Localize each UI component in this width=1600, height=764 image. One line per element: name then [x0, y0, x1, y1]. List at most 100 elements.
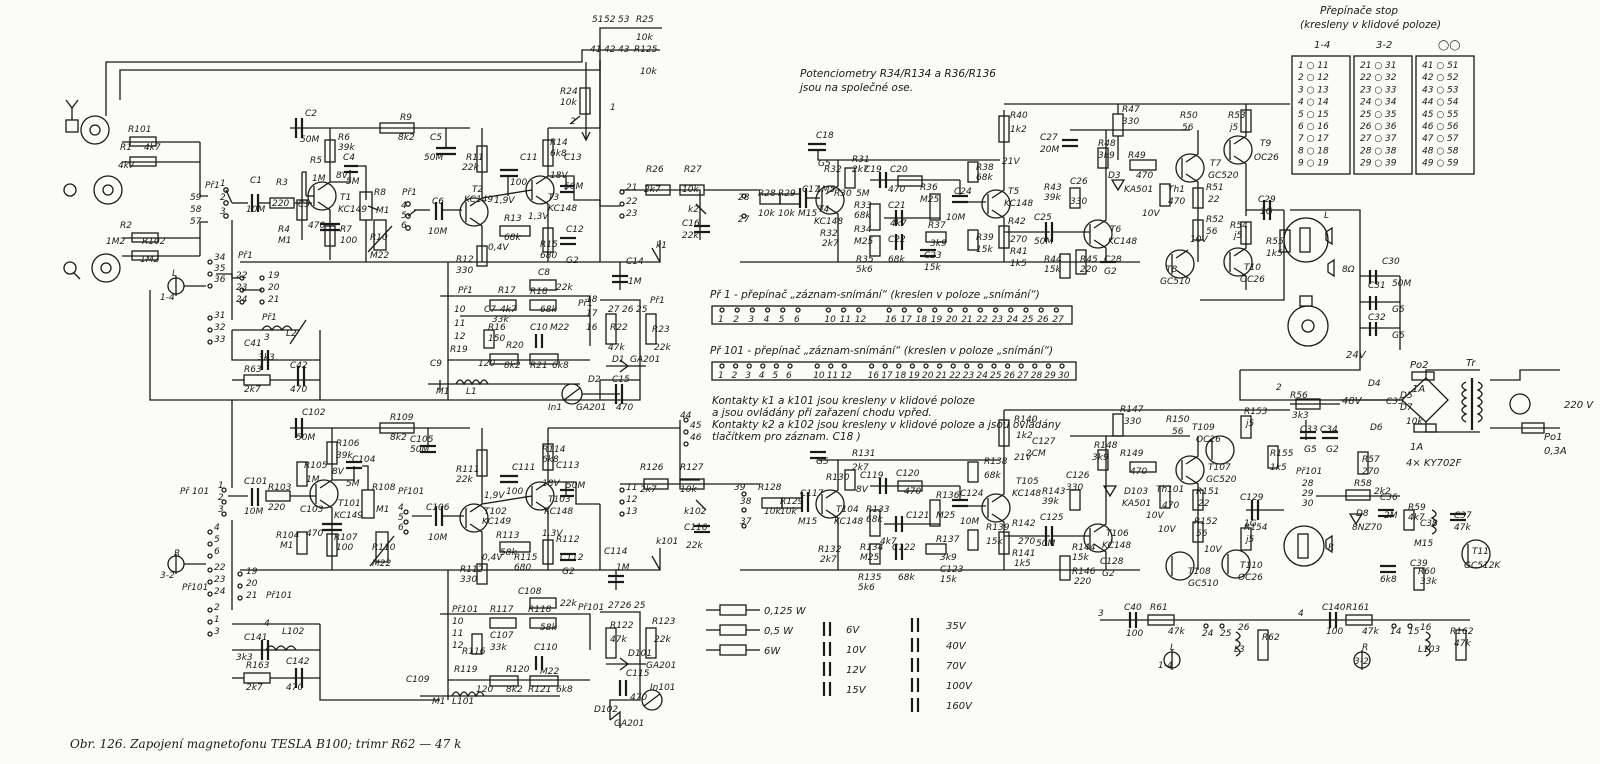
bottom-component-label: 10k — [1406, 417, 1423, 427]
top-component-label: Th1 — [1168, 185, 1185, 195]
top-channel-wiring — [63, 27, 1401, 405]
contact-number: 3 — [745, 371, 751, 381]
bottom-component-label: R — [174, 549, 180, 559]
top-component-label: R32 — [820, 229, 838, 239]
contact-point — [825, 307, 832, 313]
bottom-component-label: C37 — [1454, 511, 1472, 521]
bottom-component-label: T103 — [548, 495, 571, 505]
bottom-component-label: 39 — [734, 483, 746, 493]
top-component-label: 4k7 — [500, 305, 517, 315]
bottom-component-label: 470 — [306, 529, 323, 539]
bottom-component-label: R116 — [462, 647, 486, 657]
top-component-label: C10 — [530, 323, 548, 333]
top-component-label: 8V — [336, 171, 349, 181]
top-component-label: T8 — [1166, 265, 1177, 275]
contact-point — [1053, 307, 1060, 313]
top-component-label: j5 — [1232, 231, 1243, 241]
switch-table-row: 27 ○ 37 — [1360, 134, 1397, 144]
bottom-component-label: 3 — [1098, 609, 1104, 619]
top-component-label: KC148 — [1004, 199, 1033, 209]
top-component-label: 2k7 — [644, 185, 661, 195]
bottom-component-label: GC510 — [1188, 579, 1219, 589]
bottom-component-label: M15 — [798, 517, 817, 527]
bottom-component-label: 6 — [398, 523, 404, 533]
bottom-component-label: C102 — [302, 408, 326, 418]
top-component-label: 680 — [540, 251, 557, 261]
bottom-component-label: R144 — [1072, 543, 1096, 553]
contact-point — [932, 307, 938, 313]
bottom-component-label: T102 — [484, 507, 507, 517]
bottom-component-label: 3k9 — [1092, 453, 1109, 463]
contact-point — [962, 307, 968, 313]
bottom-component-label: C40 — [1124, 603, 1142, 613]
bottom-component-label: OC26 — [1196, 435, 1221, 445]
contact-number: 11 — [840, 315, 851, 325]
switch-table-row: 43 ○ 53 — [1422, 85, 1459, 95]
top-component-label: T1 — [340, 193, 351, 203]
contact-number: 5 — [779, 315, 785, 325]
contact-number: 17 — [881, 371, 893, 381]
bottom-component-label: 5 — [398, 513, 404, 523]
connector-din-2 — [63, 175, 123, 205]
bottom-component-label: 68k — [984, 471, 1001, 481]
top-component-label: C16 — [682, 219, 700, 229]
top-component-label: 330 — [456, 266, 473, 276]
top-component-label: 6k8 — [552, 361, 569, 371]
bottom-component-label: 56 — [1172, 427, 1184, 437]
bottom-component-label: R137 — [936, 535, 960, 545]
bottom-component-label: C127 — [1032, 437, 1056, 447]
top-component-label: 3 — [220, 207, 226, 217]
top-component-label: 31 — [214, 311, 225, 321]
bottom-component-label: R139 — [986, 523, 1010, 533]
bottom-component-label: M1 — [280, 541, 294, 551]
bottom-component-label: R110 — [372, 543, 396, 553]
potentiometer-note-2: jsou na společné ose. — [798, 82, 913, 94]
bottom-component-label: R162 — [1450, 627, 1474, 637]
contact-point — [746, 363, 752, 369]
top-component-label: 8k2 — [398, 133, 415, 143]
bottom-component-label: R115 — [514, 553, 538, 563]
bottom-component-label: 58k — [540, 623, 557, 633]
bottom-component-label: 8k2 — [390, 433, 407, 443]
switch-table-row: 22 ○ 32 — [1360, 73, 1397, 83]
top-component-label: R26 — [646, 165, 664, 175]
contact-number: 12 — [855, 315, 867, 325]
connector-din-1 — [65, 99, 110, 145]
figure-caption: Obr. 126. Zapojení magnetofonu TESLA B10… — [70, 737, 461, 751]
top-component-label: 1M2 — [140, 255, 159, 265]
contact-number: 10 — [813, 371, 825, 381]
bottom-component-label: 1,9V — [484, 491, 505, 501]
bottom-component-label: 270 — [1018, 537, 1035, 547]
top-component-label: R42 — [1008, 217, 1026, 227]
bottom-component-label: 4 — [1298, 609, 1304, 619]
legend-cap-a-4: 15V — [846, 685, 867, 696]
bottom-component-label: R106 — [336, 439, 360, 449]
top-component-label: R41 — [1010, 247, 1028, 257]
top-component-label: GA201 — [630, 355, 660, 365]
diodes-label: 4× KY702F — [1406, 458, 1462, 469]
top-component-label: 1,9V — [494, 196, 515, 206]
pr1-contact-strip — [711, 305, 1073, 325]
bottom-component-label: k101 — [656, 537, 678, 547]
bottom-component-label: 1k5 — [1270, 463, 1287, 473]
bottom-component-label: R152 — [1194, 517, 1218, 527]
top-component-label: 35 — [214, 264, 226, 274]
top-component-label: 16 — [586, 323, 598, 333]
bottom-component-label: 680 — [514, 563, 531, 573]
bottom-component-label: 21 — [246, 591, 257, 601]
top-component-label: C8 — [538, 268, 550, 278]
top-component-label: j5 — [1228, 123, 1239, 133]
contact-number: 16 — [868, 371, 880, 381]
bottom-component-label: 11 — [626, 483, 637, 493]
bottom-component-label: 470 — [1162, 501, 1179, 511]
bottom-component-label: 47k — [1454, 639, 1471, 649]
top-component-label: C25 — [1034, 213, 1052, 223]
bottom-component-label: R148 — [1094, 441, 1118, 451]
contact-number: 28 — [1031, 371, 1043, 381]
top-component-label: 470 — [888, 185, 905, 195]
contact-number: 26 — [1037, 315, 1049, 325]
top-component-label: 8k2 — [504, 361, 521, 371]
top-component-label: L — [1324, 211, 1329, 221]
top-component-label: G5 — [1392, 331, 1405, 341]
